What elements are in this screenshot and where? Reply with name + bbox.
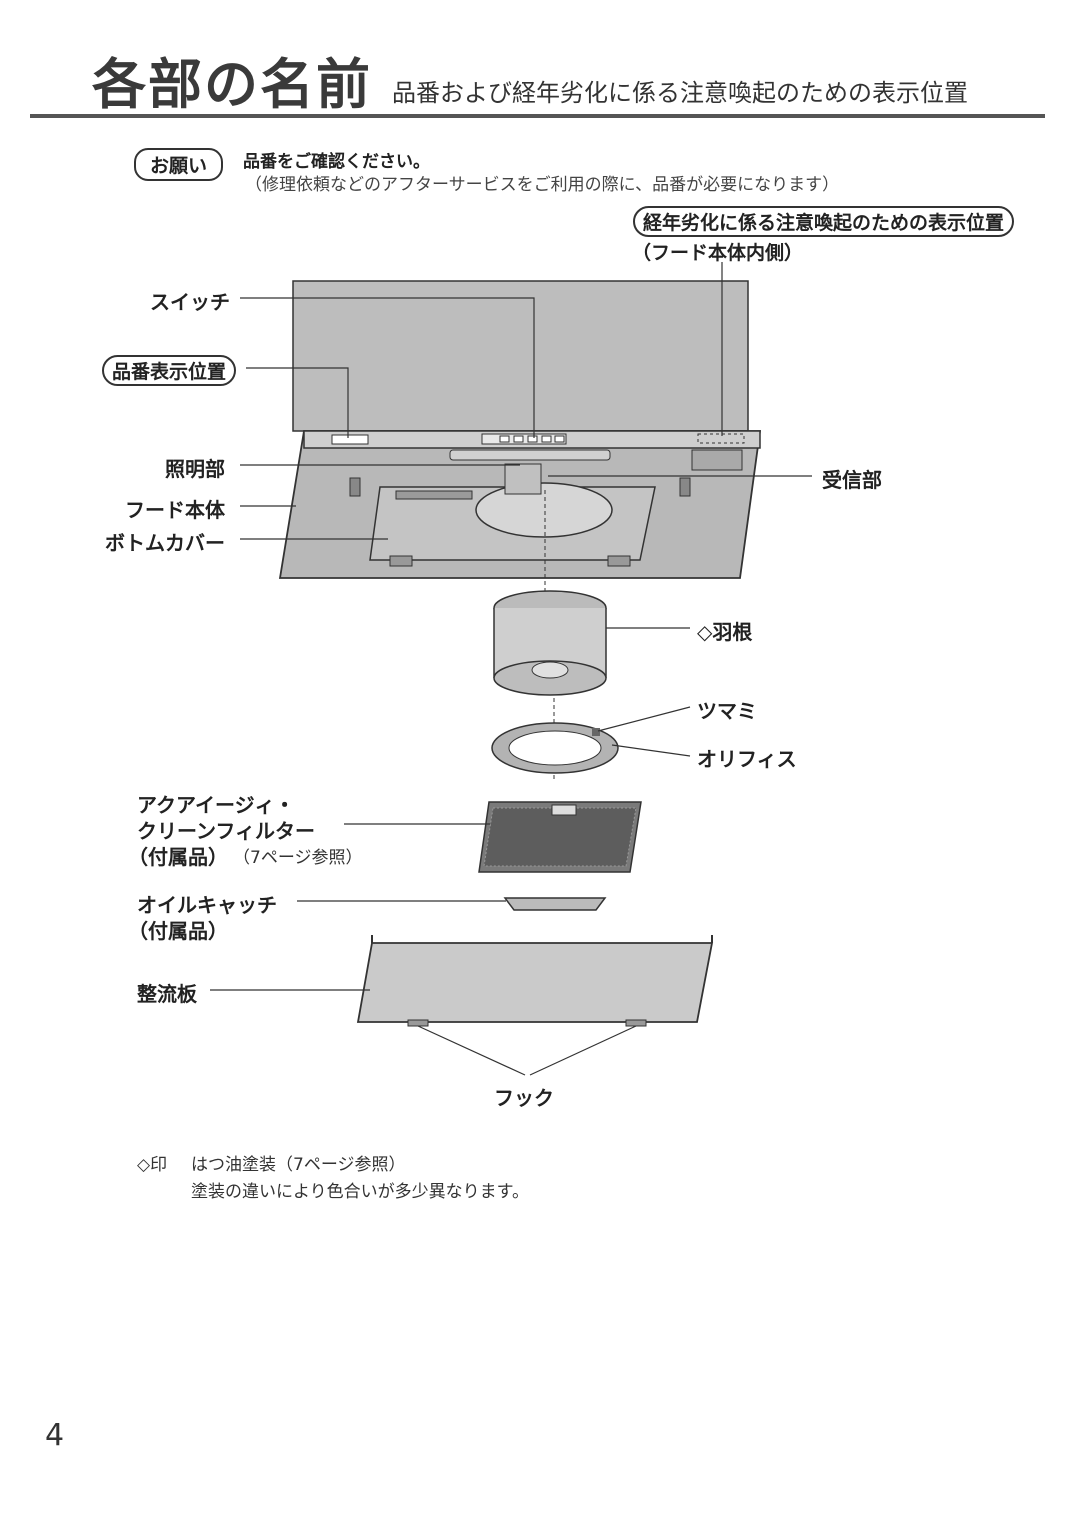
footnote-line2: 塗装の違いにより色合いが多少異なります。: [191, 1182, 529, 1202]
warning-position-label: 経年劣化に係る注意喚起のための表示位置: [633, 206, 1015, 237]
oil-catch-label-line1: オイルキャッチ: [137, 893, 277, 917]
rectifier-plate-label: 整流板: [137, 982, 197, 1006]
request-line1: 品番をご確認ください。: [243, 152, 430, 172]
knob-label: ツマミ: [697, 699, 757, 723]
filter-label-line3: （付属品）: [128, 845, 228, 869]
filter-reference: （7ページ参照）: [233, 848, 363, 868]
page-number: 4: [45, 1418, 65, 1453]
hood-back-panel: [292, 280, 749, 432]
receiver-label: 受信部: [822, 468, 882, 492]
orifice-label: オリフィス: [697, 747, 797, 771]
model-number-plate: [331, 434, 369, 445]
model-number-position-label: 品番表示位置: [102, 355, 237, 386]
footnote-line1: はつ油塗装（7ページ参照）: [191, 1155, 406, 1175]
warning-label-position: [697, 433, 745, 444]
fan-opening: [475, 482, 613, 538]
footnote-mark: ◇印: [137, 1155, 168, 1175]
filter-label-line2: クリーンフィルター: [137, 819, 315, 843]
filter-label-line1: アクアイージィ・: [137, 793, 295, 817]
lighting-label: 照明部: [165, 457, 225, 481]
page-title: 各部の名前: [92, 53, 372, 116]
fan-blade-label: ◇羽根: [697, 620, 753, 644]
oil-catch-label-line2: （付属品）: [128, 919, 228, 943]
inner-label: [691, 449, 743, 471]
fan-blade-drawing: [493, 590, 607, 696]
hook-label: フック: [494, 1086, 554, 1110]
switch-panel: [481, 433, 567, 445]
leader-lines: [210, 262, 812, 1076]
request-line2: （修理依頼などのアフターサービスをご利用の際に、品番が必要になります）: [245, 175, 840, 195]
request-badge: お願い: [134, 148, 224, 181]
bottom-cover-label: ボトムカバー: [105, 531, 225, 555]
lighting-unit: [449, 449, 611, 461]
warning-position-note: （フード本体内側）: [632, 242, 804, 264]
page-subtitle: 品番および経年劣化に係る注意喚起のための表示位置: [392, 79, 968, 107]
orifice-drawing: [491, 722, 619, 774]
hood-body-label: フード本体: [125, 498, 225, 522]
receiver-housing: [504, 463, 542, 495]
switch-label: スイッチ: [150, 290, 230, 314]
filter-drawing: [478, 801, 642, 873]
rectifier-plate-drawing: [356, 935, 714, 1027]
oil-catch-drawing: [503, 897, 607, 911]
header-divider: [30, 114, 1045, 118]
